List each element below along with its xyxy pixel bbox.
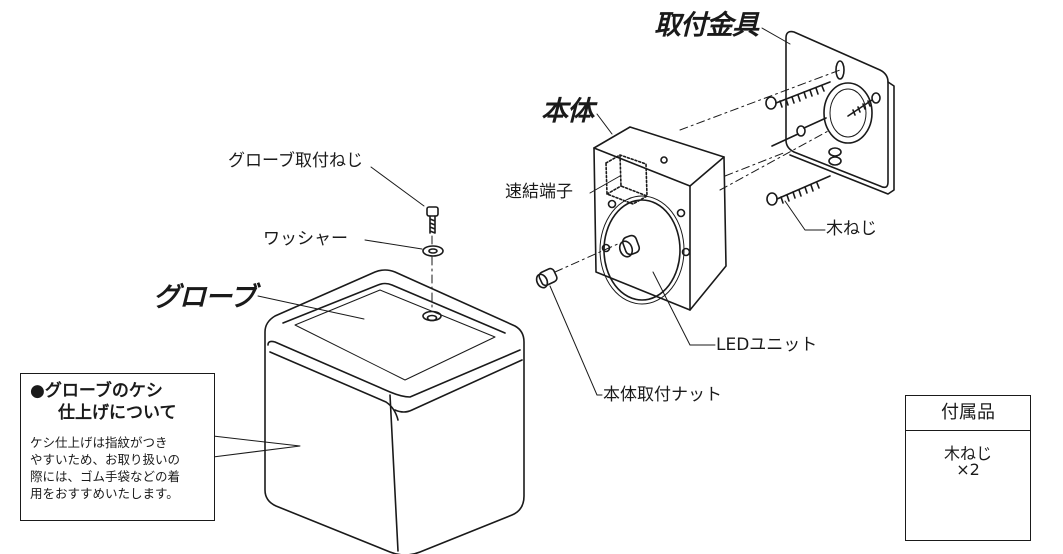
glove-shape: [264, 269, 525, 554]
accessory-item-qty: ×2: [956, 460, 980, 479]
accessories-box: 付属品 木ねじ ×2: [905, 395, 1031, 541]
accessories-title: 付属品: [906, 396, 1030, 431]
note-body: ケシ仕上げは指紋がつき やすいため、お取り扱いの 際には、ゴム手袋などの着 用を…: [30, 435, 181, 501]
label-body: 本体: [541, 96, 594, 127]
note-title-line2: 仕上げについて: [58, 403, 177, 423]
screw-in-bracket: [847, 92, 881, 117]
mounting-bracket-shape: [785, 30, 895, 195]
label-washer: ワッシャー: [263, 229, 348, 249]
label-led-unit: LEDユニット: [716, 335, 818, 355]
body-shape: [593, 126, 727, 311]
wood-screw-1: [765, 81, 831, 110]
label-wood-screw: 木ねじ: [826, 219, 877, 239]
note-title: ●グローブのケシ 仕上げについて: [30, 380, 206, 424]
note-title-line1: ●グローブのケシ: [30, 381, 163, 401]
label-glove: グローブ: [153, 282, 256, 313]
label-body-nut: 本体取付ナット: [603, 385, 722, 405]
body-nut-shape: [535, 267, 558, 289]
washer-shape: [422, 245, 444, 257]
wood-screw-2: [771, 117, 827, 147]
assembly-lines: [431, 69, 841, 309]
wood-screw-3: [766, 175, 831, 206]
glove-screw-shape: [426, 206, 439, 234]
label-glove-screw: グローブ取付ねじ: [228, 151, 363, 171]
glove-finish-note: ●グローブのケシ 仕上げについて ケシ仕上げは指紋がつき やすいため、お取り扱い…: [20, 373, 215, 521]
leader-lines: [212, 27, 826, 458]
label-mounting-bracket: 取付金具: [654, 10, 759, 41]
accessory-item-name: 木ねじ: [943, 444, 992, 463]
label-quick-terminal: 速結端子: [505, 182, 573, 202]
